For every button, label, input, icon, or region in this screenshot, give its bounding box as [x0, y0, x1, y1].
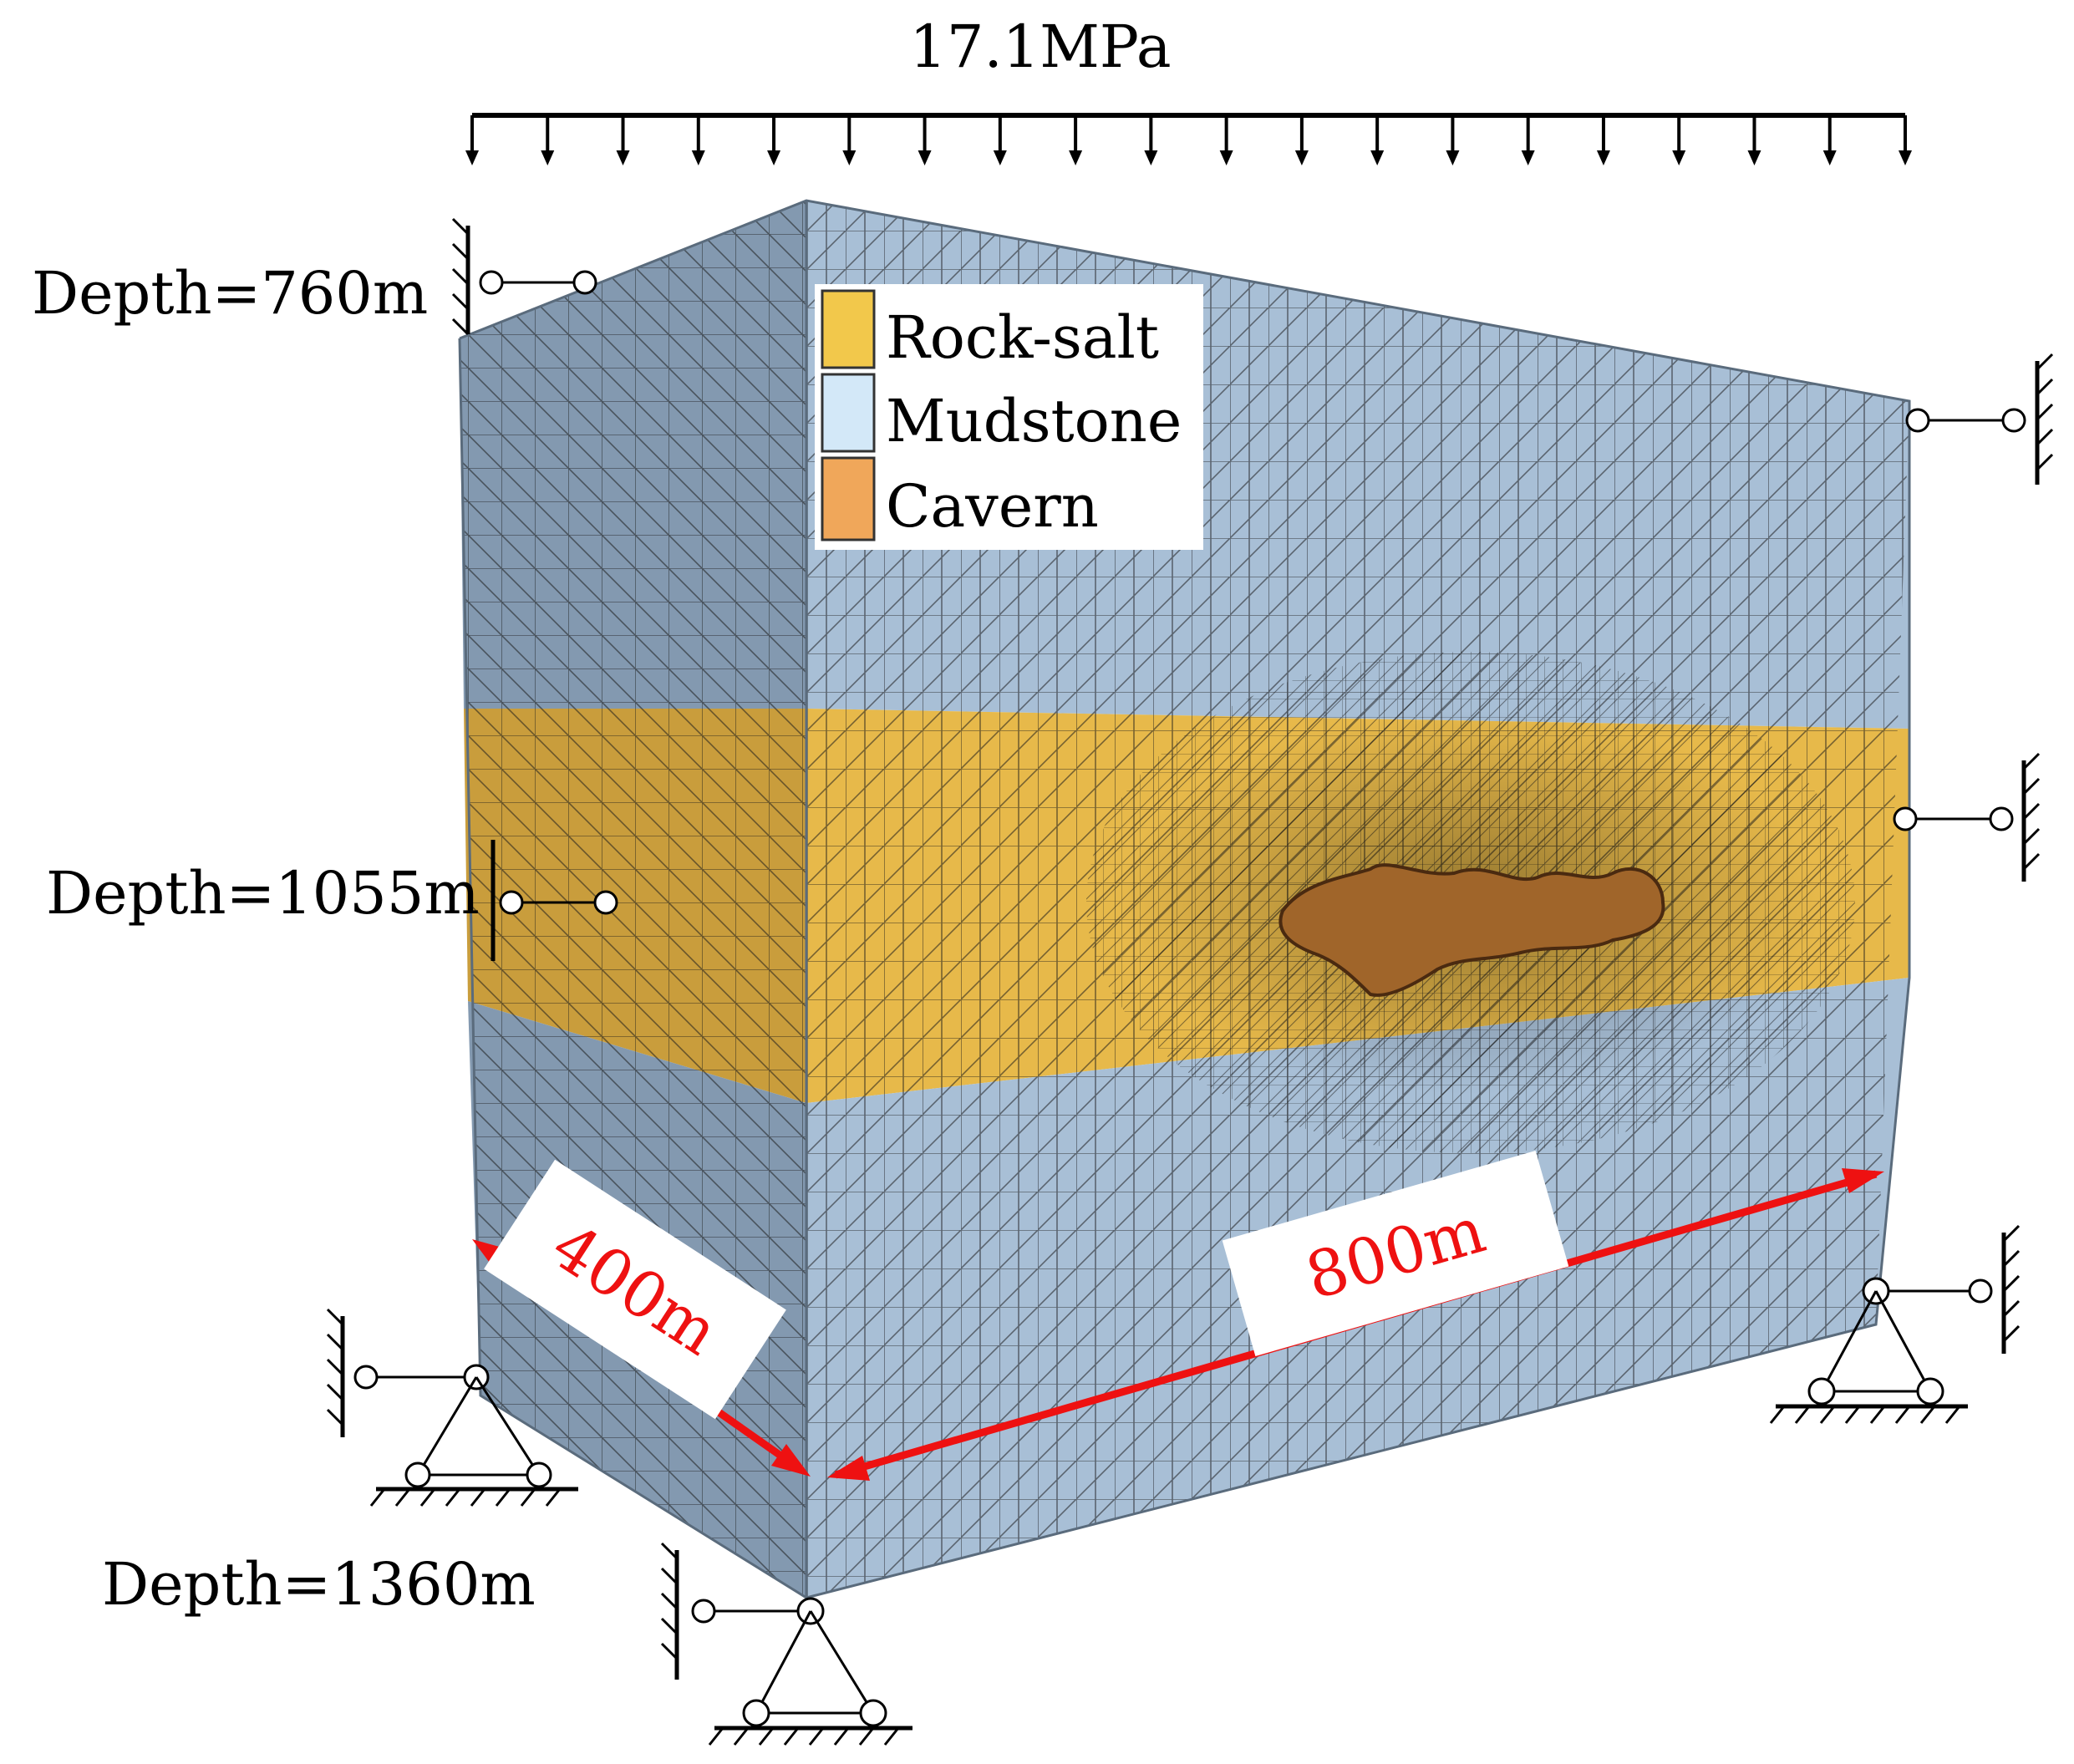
- load-arrow: [1899, 115, 1912, 165]
- depth-label-middle: Depth=1055m: [46, 859, 480, 928]
- legend-swatch-cavern: [821, 456, 876, 541]
- load-arrow: [1672, 115, 1686, 165]
- load-arrow: [691, 115, 705, 165]
- load-arrow: [1294, 115, 1309, 165]
- arrowhead-length-end: [1842, 1168, 1884, 1193]
- load-arrow: [541, 115, 555, 165]
- pin-support-bottom-right: [1769, 1224, 2021, 1424]
- dimension-label-box-length: [1222, 1151, 1569, 1356]
- legend-item-cavern: Cavern: [821, 456, 1099, 541]
- load-arrow: [1596, 115, 1610, 165]
- load-arrow: [1446, 115, 1460, 165]
- load-arrows: [465, 115, 1912, 165]
- load-arrow: [465, 115, 479, 165]
- load-arrow: [1069, 115, 1083, 165]
- pin-support-bottom-center: [660, 1542, 912, 1746]
- depth-label-top: Depth=760m: [32, 259, 428, 328]
- legend-label-rock-salt: Rock-salt: [886, 303, 1159, 372]
- load-arrow: [1747, 115, 1761, 165]
- arrowhead-length-start: [827, 1456, 870, 1481]
- arrowhead-width-end: [771, 1444, 811, 1477]
- load-arrow: [1521, 115, 1535, 165]
- dimension-length: 800m: [827, 1151, 1884, 1481]
- depth-label-bottom: Depth=1360m: [102, 1550, 536, 1619]
- legend-item-mudstone: Mudstone: [821, 373, 1182, 455]
- load-label: 17.1MPa: [909, 13, 1171, 81]
- dimension-label-box-width: [484, 1159, 786, 1420]
- load-arrow: [1219, 115, 1233, 165]
- load-arrow: [842, 115, 857, 165]
- load-arrow: [616, 115, 630, 165]
- legend-label-cavern: Cavern: [886, 472, 1099, 541]
- load-arrow: [1370, 115, 1385, 165]
- block-edges: [458, 199, 1911, 1599]
- load-arrow: [767, 115, 781, 165]
- roller-support-middle-right: [1893, 752, 2041, 882]
- legend-item-rock-salt: Rock-salt: [821, 289, 1159, 372]
- legend-label-mudstone: Mudstone: [886, 387, 1182, 455]
- roller-support-middle-left: [491, 840, 618, 961]
- legend-swatch-mudstone: [821, 373, 876, 453]
- roller-support-top-right: [1905, 353, 2054, 485]
- legend-box: [815, 284, 1203, 550]
- legend: Rock-salt Mudstone Cavern: [815, 284, 1203, 550]
- load-arrow: [1144, 115, 1158, 165]
- pin-support-bottom-left: [326, 1308, 578, 1507]
- load-arrow: [1822, 115, 1837, 165]
- load-arrow: [918, 115, 932, 165]
- pressure-load: 17.1MPa: [465, 13, 1912, 165]
- legend-swatch-rock-salt: [821, 289, 876, 369]
- load-arrow: [993, 115, 1007, 165]
- roller-support-top-left: [451, 217, 597, 336]
- boundary-supports: [326, 217, 2054, 1746]
- cavern-shape: [1278, 863, 1665, 997]
